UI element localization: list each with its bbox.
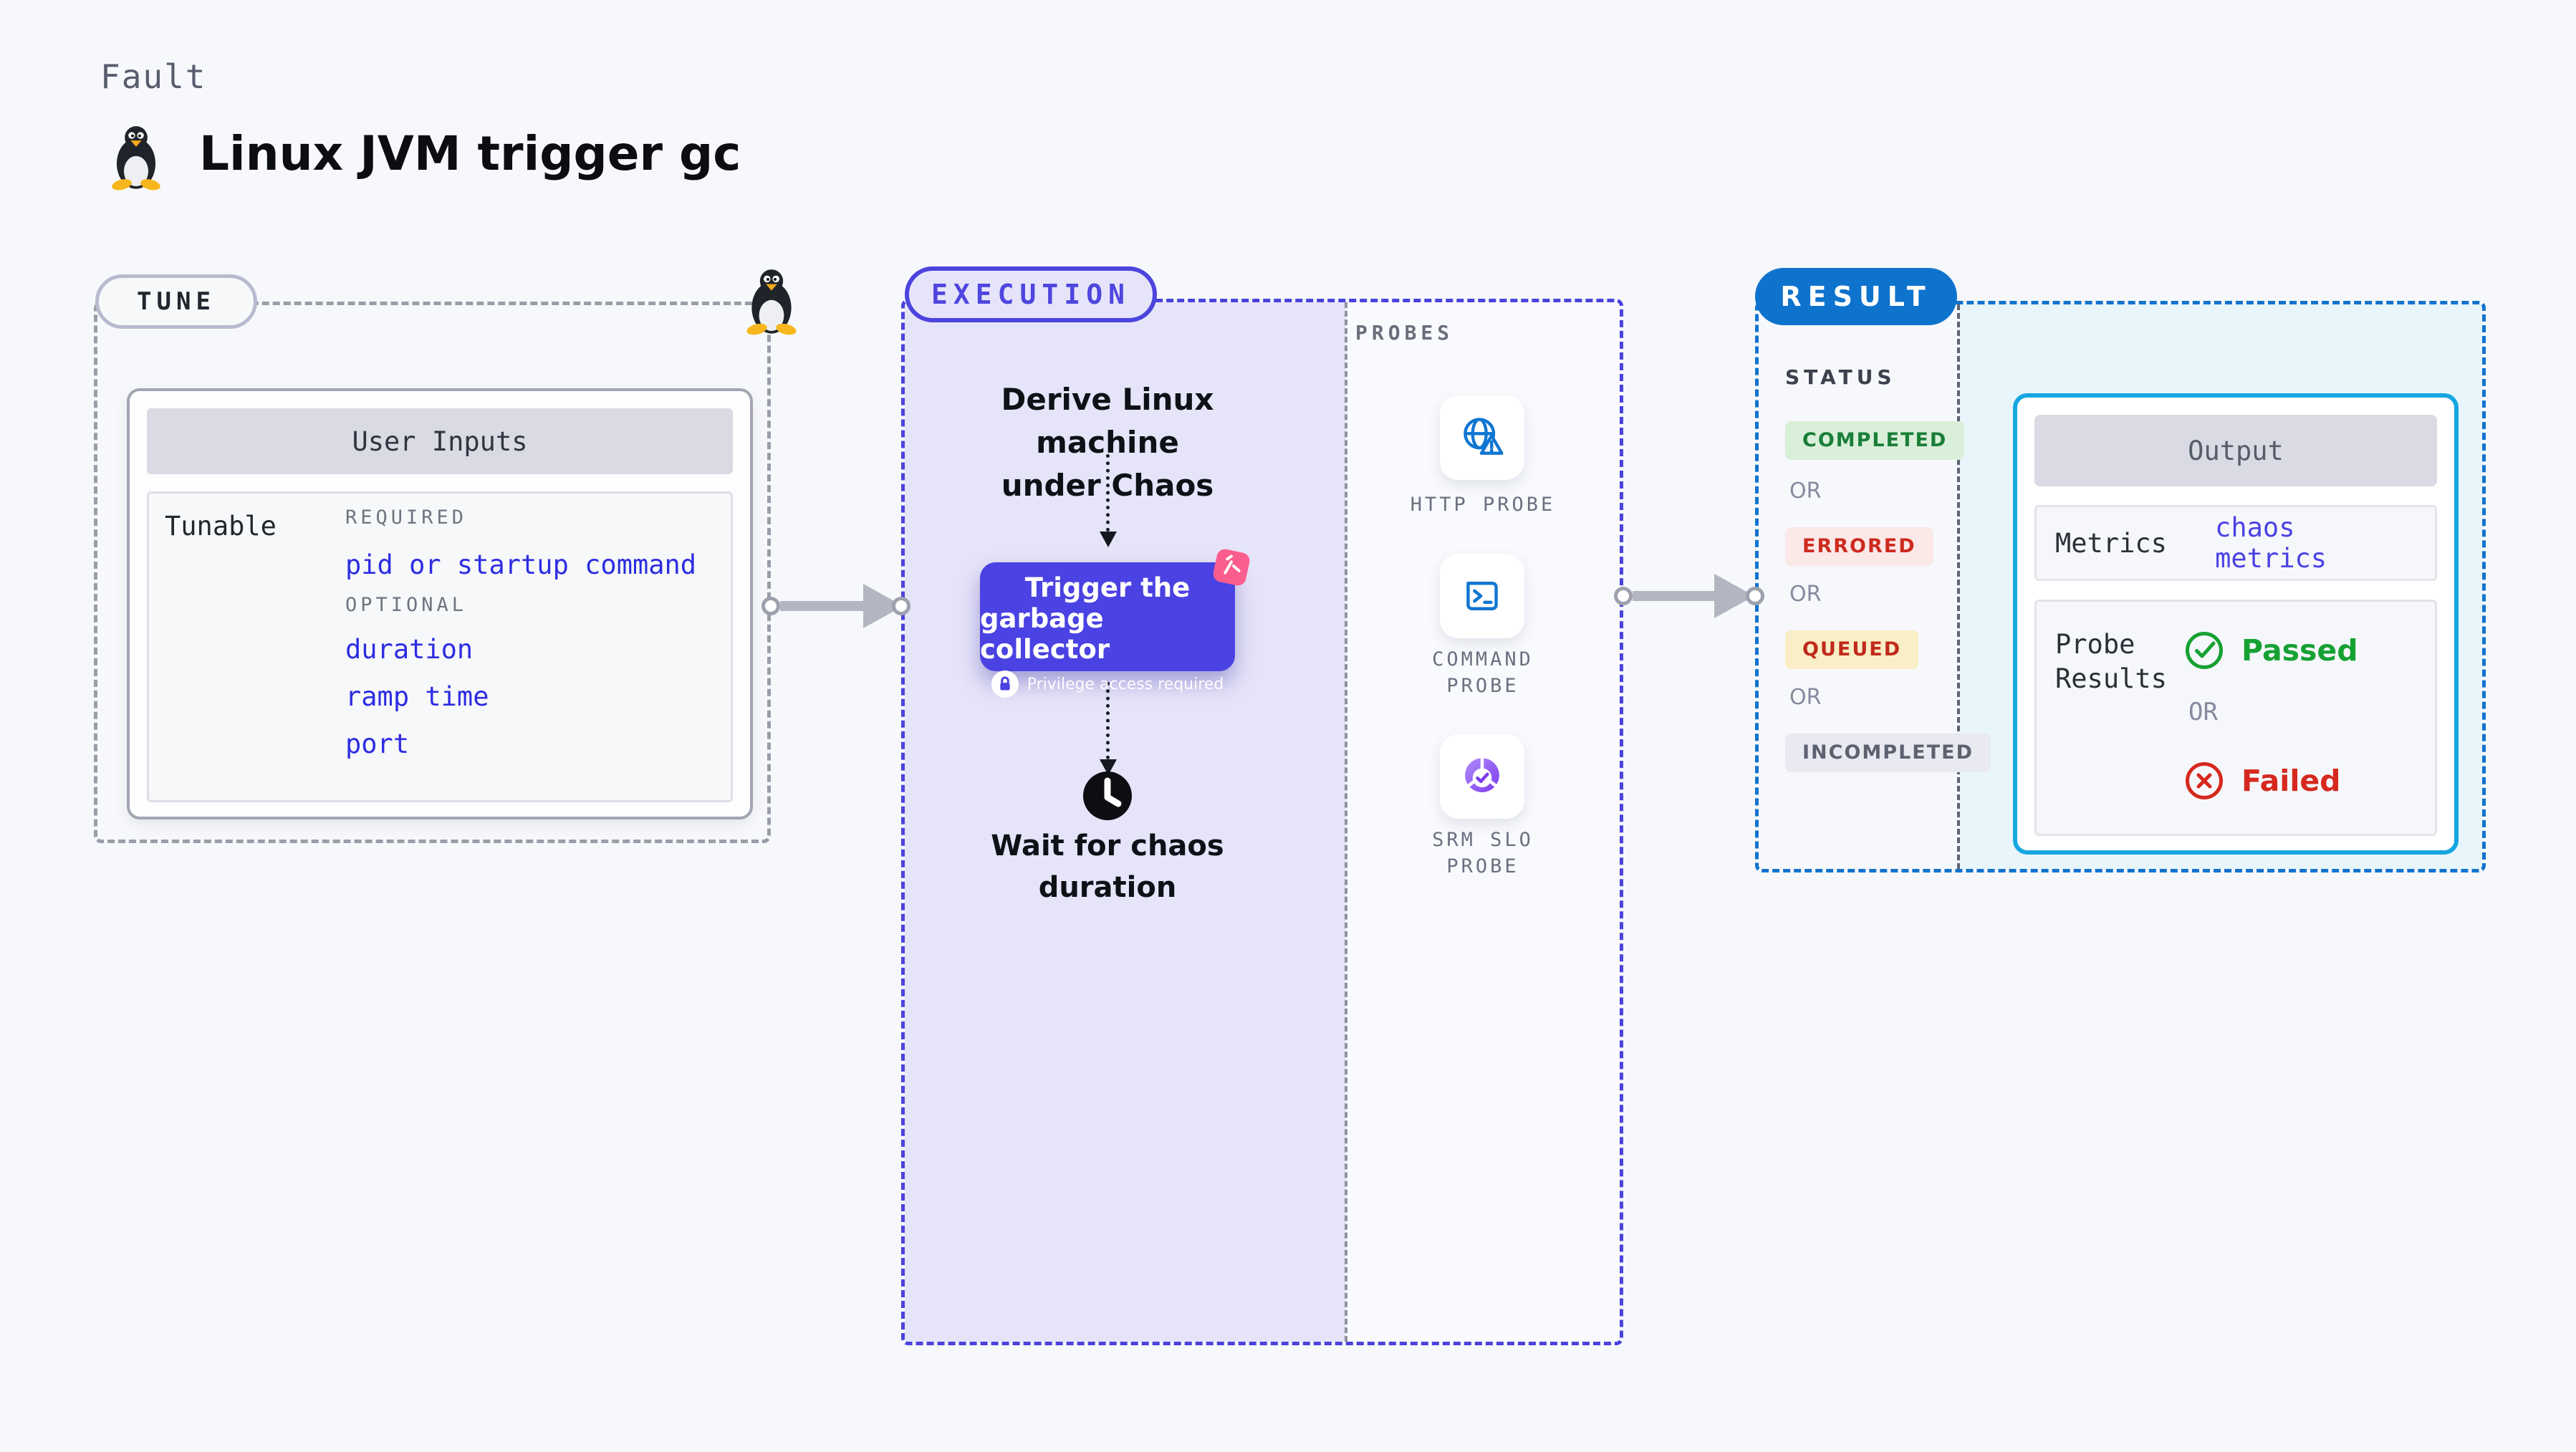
derive-machine-line1: Derive Linux machine bbox=[1001, 382, 1214, 460]
failed-label: Failed bbox=[2241, 764, 2341, 798]
metrics-value-link[interactable]: chaos metrics bbox=[2215, 512, 2327, 574]
chaos-icon bbox=[1213, 549, 1250, 586]
connector2-start-dot bbox=[1614, 587, 1633, 605]
trigger-button-line1: Trigger the bbox=[1024, 572, 1191, 603]
user-inputs-title: User Inputs bbox=[147, 408, 733, 474]
http-probe-card[interactable] bbox=[1440, 395, 1524, 480]
probe-results-label-line1: Probe bbox=[2055, 629, 2135, 660]
http-probe-label: HTTP PROBE bbox=[1410, 494, 1556, 516]
command-probe-card[interactable] bbox=[1440, 554, 1524, 638]
srm-slo-probe-card[interactable] bbox=[1440, 734, 1524, 819]
tunable-row-label: Tunable bbox=[165, 511, 277, 542]
result-status-divider bbox=[1957, 304, 1960, 869]
page-title: Linux JVM trigger gc bbox=[199, 126, 741, 181]
metrics-label: Metrics bbox=[2055, 527, 2167, 559]
check-circle-icon bbox=[2186, 632, 2223, 669]
command-probe-label-line1: COMMAND bbox=[1432, 648, 1534, 670]
failed-verdict: Failed bbox=[2184, 761, 2341, 801]
tux-penguin-icon-small bbox=[746, 269, 797, 335]
param-port[interactable]: port bbox=[345, 729, 410, 759]
param-ramp-time[interactable]: ramp time bbox=[345, 681, 489, 712]
execution-pill: EXECUTION bbox=[905, 266, 1157, 322]
execution-flow-background bbox=[905, 302, 1346, 1342]
srm-probe-label-line2: PROBE bbox=[1446, 855, 1519, 878]
donut-check-icon bbox=[1465, 756, 1499, 792]
tune-group-box bbox=[94, 302, 771, 843]
output-or-label: OR bbox=[2188, 698, 2218, 726]
derive-machine-line2: under Chaos bbox=[1001, 468, 1214, 503]
privilege-note: Privilege access required bbox=[1027, 675, 1224, 693]
param-duration[interactable]: duration bbox=[345, 634, 474, 665]
probe-results-label: Probe Results bbox=[2055, 628, 2167, 696]
required-heading: REQUIRED bbox=[345, 506, 468, 529]
command-probe-label: COMMAND PROBE bbox=[1340, 646, 1626, 699]
passed-verdict: Passed bbox=[2184, 630, 2358, 670]
user-inputs-body: Tunable REQUIRED pid or startup command … bbox=[147, 491, 733, 802]
clock-icon bbox=[1083, 771, 1132, 820]
privilege-row: Privilege access required bbox=[991, 670, 1224, 698]
status-heading: STATUS bbox=[1785, 365, 1896, 389]
or-label-3: OR bbox=[1789, 685, 1822, 710]
status-badge-completed: COMPLETED bbox=[1785, 421, 1965, 460]
srm-slo-probe-label: SRM SLO PROBE bbox=[1340, 827, 1626, 880]
derive-machine-step: Derive Linux machine under Chaos bbox=[928, 378, 1287, 507]
srm-probe-label-line1: SRM SLO bbox=[1432, 829, 1534, 851]
connector1-shaft bbox=[780, 601, 865, 611]
connector1-start-dot bbox=[761, 597, 780, 615]
wait-duration-step: Wait for chaos duration bbox=[928, 825, 1287, 908]
flow-arrowhead-icon-2 bbox=[1100, 759, 1117, 775]
globe-alert-icon bbox=[1464, 418, 1504, 455]
or-label-2: OR bbox=[1789, 582, 1822, 607]
optional-heading: OPTIONAL bbox=[345, 594, 468, 616]
lock-icon bbox=[991, 670, 1019, 698]
probes-heading: PROBES bbox=[1355, 321, 1454, 345]
result-pill: RESULT bbox=[1755, 268, 1957, 325]
status-badge-queued: QUEUED bbox=[1785, 630, 1919, 669]
execution-group-box bbox=[901, 299, 1623, 1345]
passed-label: Passed bbox=[2241, 633, 2358, 668]
terminal-icon bbox=[1466, 582, 1498, 610]
execution-probes-divider bbox=[1345, 302, 1347, 1342]
wait-line1: Wait for chaos bbox=[991, 830, 1224, 862]
command-probe-label-line2: PROBE bbox=[1446, 675, 1519, 697]
flow-dotted-line-1 bbox=[1106, 454, 1110, 532]
param-pid-or-startup-command[interactable]: pid or startup command bbox=[345, 549, 697, 580]
connector1-end-dot bbox=[892, 597, 910, 615]
user-inputs-card: User Inputs Tunable REQUIRED pid or star… bbox=[127, 388, 753, 819]
trigger-gc-button[interactable]: Trigger the garbage collector Privilege … bbox=[980, 549, 1250, 698]
connector2-shaft bbox=[1633, 591, 1716, 601]
output-title: Output bbox=[2034, 415, 2437, 486]
output-card: Output Metrics chaos metrics Probe Resul… bbox=[2013, 393, 2459, 855]
tux-penguin-icon bbox=[112, 126, 160, 191]
status-badge-errored: ERRORED bbox=[1785, 527, 1933, 566]
fault-category-label: Fault bbox=[100, 57, 207, 96]
or-label-1: OR bbox=[1789, 479, 1822, 504]
probe-results-row: Probe Results Passed OR Failed bbox=[2034, 600, 2437, 836]
trigger-button-line2: garbage collector bbox=[980, 603, 1110, 665]
probe-results-label-line2: Results bbox=[2055, 663, 2167, 694]
wait-line2: duration bbox=[1038, 871, 1177, 904]
flow-dotted-line-2 bbox=[1106, 682, 1110, 759]
connector2-end-dot bbox=[1746, 587, 1764, 605]
flow-arrowhead-icon-1 bbox=[1100, 532, 1117, 547]
x-circle-icon bbox=[2186, 762, 2223, 799]
tune-pill: TUNE bbox=[95, 274, 257, 329]
status-badge-incompleted: INCOMPLETED bbox=[1785, 734, 1991, 772]
metrics-row: Metrics chaos metrics bbox=[2034, 505, 2437, 581]
